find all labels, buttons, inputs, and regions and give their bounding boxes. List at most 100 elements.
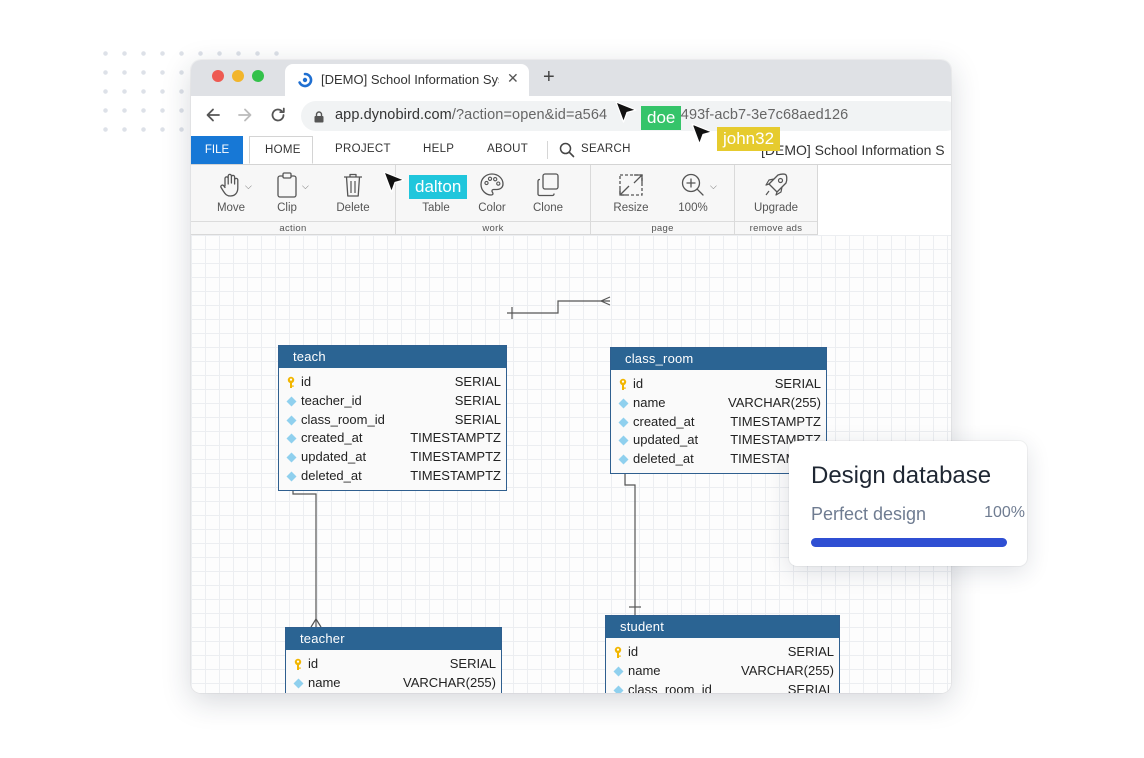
group-label-page: page [591, 221, 734, 235]
column-type: SERIAL [787, 681, 834, 693]
clip-tool-button[interactable]: ⌵ Clip [257, 165, 317, 219]
column-diamond-icon [286, 451, 297, 466]
column-diamond-icon [286, 470, 297, 485]
move-tool-label: Move [216, 202, 246, 214]
cursor-label-doe: doe [641, 106, 682, 130]
column-diamond-icon [613, 684, 624, 693]
delete-tool-button[interactable]: Delete [323, 165, 383, 219]
table-column-row[interactable]: class_room_id SERIAL [606, 681, 839, 693]
upgrade-button[interactable]: Upgrade [746, 165, 806, 219]
cursor-label-john32: john32 [717, 127, 781, 151]
clone-icon [537, 173, 559, 197]
column-name: id [301, 374, 312, 389]
forward-arrow-icon[interactable] [235, 105, 255, 130]
ribbon-toolbar: ⌵ Move ⌵ Clip Delete Table Color Clone R [191, 165, 818, 235]
rocket-icon [765, 173, 788, 196]
relation-teach-class-room [507, 300, 610, 314]
url-query: /?action=open&id=a564 [451, 107, 608, 123]
new-tab-button[interactable]: + [543, 66, 555, 88]
primary-key-icon [613, 646, 623, 662]
delete-tool-label: Delete [336, 202, 370, 214]
zoom-tool-button[interactable]: ⌵ 100% [663, 165, 723, 219]
column-type: SERIAL [454, 392, 501, 408]
search-icon[interactable] [559, 142, 575, 163]
url-host: app.dynobird.com [335, 107, 452, 123]
tab-project[interactable]: PROJECT [335, 143, 391, 155]
progress-bar-fill [811, 538, 1007, 547]
maximize-window-button[interactable] [252, 70, 264, 82]
tab-home[interactable]: HOME [249, 136, 313, 164]
column-list: idSERIALnameVARCHAR(255)created_atTIMEST… [286, 650, 501, 693]
table-column-row[interactable]: teacher_id SERIAL [279, 392, 506, 411]
column-name: name [628, 662, 661, 678]
cursor-arrow-icon [691, 123, 713, 145]
reload-icon[interactable] [268, 105, 288, 130]
search-button[interactable]: SEARCH [581, 143, 631, 155]
cursor-label-dalton: dalton [409, 175, 468, 199]
column-type: SERIAL [787, 644, 834, 659]
resize-tool-button[interactable]: Resize [601, 165, 661, 219]
zoom-level-label: 100% [678, 202, 708, 214]
menu-bar: FILE HOME PROJECT HELP ABOUT SEARCH [DEM… [191, 136, 951, 165]
column-name: class_room_id [628, 681, 712, 693]
resize-icon [619, 174, 643, 196]
column-diamond-icon [286, 432, 297, 447]
color-tool-button[interactable]: Color [462, 165, 522, 219]
tab-about[interactable]: ABOUT [487, 143, 529, 155]
column-diamond-icon [286, 395, 297, 410]
move-tool-button[interactable]: ⌵ Move [201, 165, 261, 219]
tab-close-icon[interactable]: ✕ [507, 70, 519, 86]
column-type: SERIAL [454, 374, 501, 389]
card-subtitle: Perfect design [811, 504, 927, 524]
column-diamond-icon [618, 397, 629, 412]
group-label-remove-ads: remove ads [735, 221, 817, 235]
column-type: TIMESTAMPTZ [410, 467, 501, 483]
file-menu-button[interactable]: FILE [191, 136, 243, 164]
primary-key-icon [286, 376, 296, 392]
table-column-row[interactable]: name VARCHAR(255) [286, 674, 501, 693]
column-type: VARCHAR(255) [403, 674, 496, 690]
close-window-button[interactable] [212, 70, 224, 82]
column-name: created_at [301, 430, 363, 446]
table-teacher[interactable]: teacher idSERIALnameVARCHAR(255)created_… [285, 627, 502, 693]
tab-help[interactable]: HELP [423, 143, 455, 155]
palette-icon [480, 173, 504, 196]
column-name: id [633, 376, 644, 391]
cursor-arrow-icon [615, 101, 637, 123]
column-diamond-icon [286, 414, 297, 429]
tab-home-label: HOME [265, 144, 301, 156]
column-name: teacher_id [301, 392, 362, 408]
color-tool-label: Color [478, 202, 506, 214]
browser-tab[interactable]: [DEMO] School Information System ✕ [285, 64, 529, 96]
clone-tool-button[interactable]: Clone [518, 165, 578, 219]
table-column-row[interactable]: id SERIAL [279, 373, 506, 392]
column-diamond-icon [293, 677, 304, 692]
clipboard-icon [277, 172, 297, 198]
column-name: name [308, 674, 341, 690]
column-name: deleted_at [633, 451, 694, 467]
cursor-arrow-icon [383, 171, 405, 193]
trash-icon [344, 173, 362, 197]
column-type: TIMESTAMPTZ [730, 413, 821, 429]
minimize-window-button[interactable] [232, 70, 244, 82]
group-label-action: action [191, 221, 395, 235]
back-arrow-icon[interactable] [203, 105, 223, 130]
